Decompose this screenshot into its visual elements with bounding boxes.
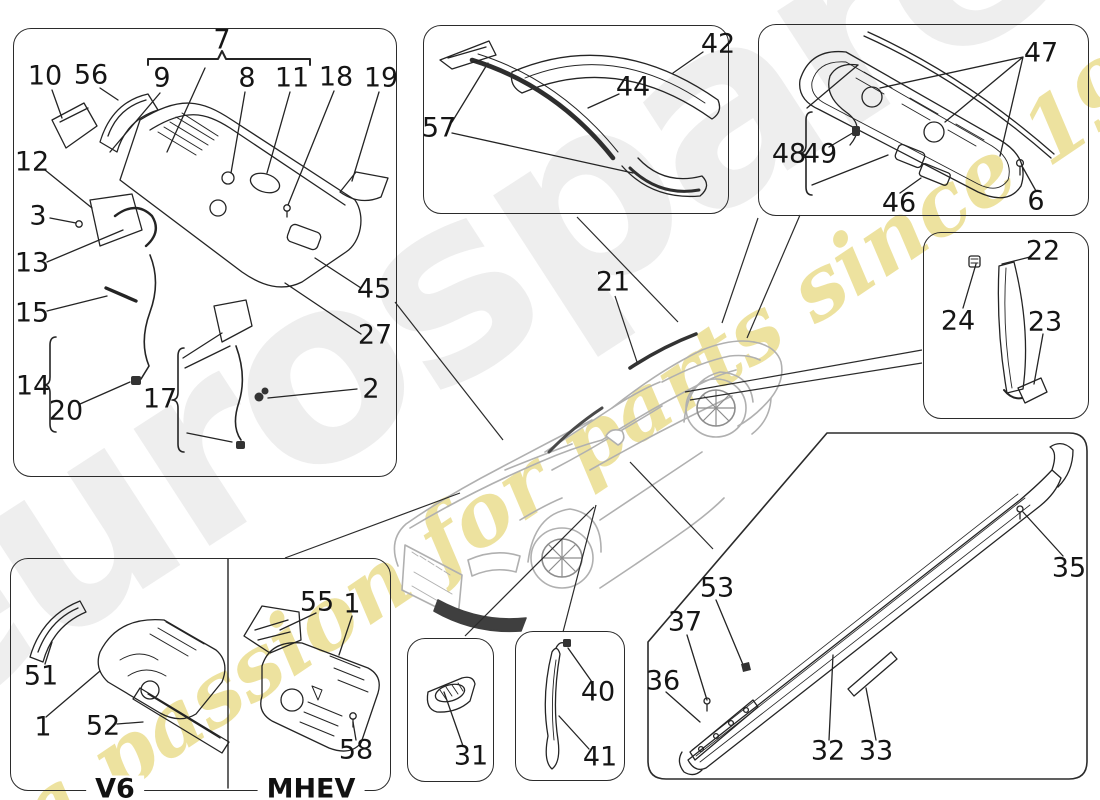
callout-33: 33 <box>858 735 894 767</box>
engine-cover-drawing <box>29 558 464 789</box>
variant-label-mhev: MHEV <box>257 775 365 800</box>
panel-spoiler-box <box>423 25 729 214</box>
spoiler-parts-drawing <box>439 40 721 198</box>
callout-57: 57 <box>421 112 457 144</box>
callout-24: 24 <box>940 305 976 337</box>
callout-47: 47 <box>1023 37 1059 69</box>
callout-49: 49 <box>802 138 838 170</box>
callout-42: 42 <box>700 28 736 60</box>
callout-14: 14 <box>15 370 51 402</box>
callout-18: 18 <box>318 61 354 93</box>
callout-37: 37 <box>667 606 703 638</box>
callout-31: 31 <box>453 740 489 772</box>
callout-45: 45 <box>356 273 392 305</box>
sill-box-and-parts <box>647 432 1088 780</box>
leader-lines-car <box>284 214 923 637</box>
callout-19: 19 <box>363 62 399 94</box>
panel-seal-box <box>515 631 625 781</box>
callout-7: 7 <box>213 24 231 56</box>
callout-21: 21 <box>595 266 631 298</box>
callout-13: 13 <box>14 247 50 279</box>
callout-27: 27 <box>357 319 393 351</box>
callout-36: 36 <box>645 665 681 697</box>
car-illustration <box>393 332 783 633</box>
callout-52: 52 <box>85 710 121 742</box>
callout-1-mhev: 1 <box>343 588 361 620</box>
callout-8: 8 <box>238 62 256 94</box>
panel-pillar-box <box>923 232 1089 419</box>
callout-12: 12 <box>14 146 50 178</box>
callout-32: 32 <box>810 735 846 767</box>
callout-11: 11 <box>274 62 310 94</box>
callout-40: 40 <box>580 676 616 708</box>
pillar-parts-drawing <box>962 255 1048 404</box>
callout-41: 41 <box>582 741 618 773</box>
callout-56: 56 <box>73 59 109 91</box>
seal-drawing <box>544 639 593 770</box>
callout-15: 15 <box>14 297 50 329</box>
panel-cowl-box <box>13 28 397 477</box>
cowl-parts-drawing <box>43 50 389 453</box>
panel-shelf-box <box>758 24 1089 216</box>
callout-46: 46 <box>881 187 917 219</box>
callout-55: 55 <box>299 586 335 618</box>
panel-engine-box <box>10 558 391 791</box>
callout-58: 58 <box>338 734 374 766</box>
vent-drawing <box>426 676 476 713</box>
callout-35: 35 <box>1051 552 1087 584</box>
panel-vent-box <box>407 638 494 782</box>
callout-51: 51 <box>23 660 59 692</box>
callout-3: 3 <box>29 200 47 232</box>
callout-22: 22 <box>1025 235 1061 267</box>
callout-44: 44 <box>615 71 651 103</box>
callout-48: 48 <box>771 138 807 170</box>
variant-label-v6: V6 <box>86 775 144 800</box>
callout-17: 17 <box>142 383 178 415</box>
callout-9: 9 <box>153 62 171 94</box>
callout-2: 2 <box>362 373 380 405</box>
shelf-parts-drawing <box>799 31 1055 199</box>
callout-23: 23 <box>1027 306 1063 338</box>
callout-6: 6 <box>1027 185 1045 217</box>
callout-53: 53 <box>699 572 735 604</box>
callout-1-v6: 1 <box>34 711 52 743</box>
callout-20: 20 <box>48 395 84 427</box>
callout-10: 10 <box>27 60 63 92</box>
